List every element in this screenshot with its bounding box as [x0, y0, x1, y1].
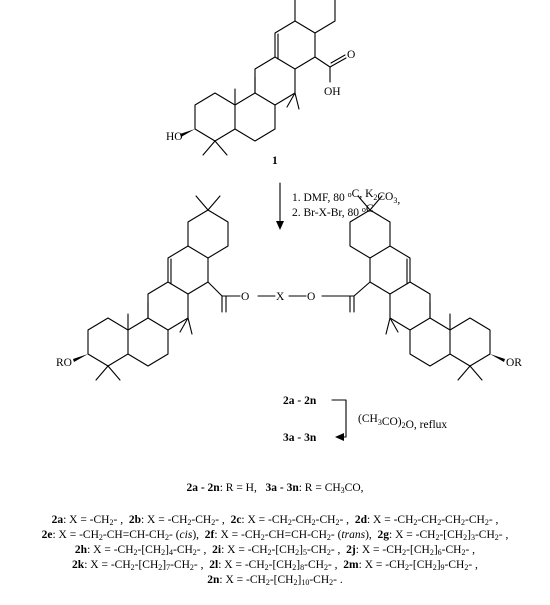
- x-definition-2h: 2h: X = -CH2-[CH2]4-CH2- ,: [74, 544, 207, 557]
- x-definition-2n: 2n: X = -CH2-[CH2]10-CH2- .: [207, 574, 343, 587]
- x-definition-row: 2a: X = -CH2- , 2b: X = -CH2-CH2- , 2c: …: [0, 513, 550, 528]
- compound-1-label: 1: [272, 155, 278, 167]
- r-definition-left-text: : R = H,: [219, 482, 257, 494]
- x-definition-2c: 2c: X = -CH2-CH2-CH2- ,: [230, 514, 350, 527]
- r-definition: 2a - 2n: R = H, 3a - 3n: R = CH3CO,: [186, 482, 364, 495]
- dimer-label-2: 2a - 2n: [283, 395, 317, 407]
- x-definition-2e: 2e: X = -CH2-CH=CH-CH2- (cis),: [41, 529, 200, 542]
- ester-o-right: O: [307, 291, 315, 303]
- step1-line1: 1. DMF, 80 oC, K2CO3,: [292, 188, 400, 206]
- ester-o-left: O: [241, 291, 249, 303]
- x-definition-row: 2k: X = -CH2-[CH2]7-CH2- , 2l: X = -CH2-…: [0, 558, 550, 573]
- acid-o-label: O: [347, 49, 355, 61]
- x-definition-2f: 2f: X = -CH2-CH=CH-CH2- (trans),: [204, 529, 372, 542]
- step2-arrow: [331, 399, 347, 441]
- x-definition-row: 2n: X = -CH2-[CH2]10-CH2- .: [0, 573, 550, 588]
- acid-oh-label: OH: [324, 86, 341, 98]
- x-definition-row: 2h: X = -CH2-[CH2]4-CH2- , 2i: X = -CH2-…: [0, 543, 550, 558]
- x-definition-2b: 2b: X = -CH2-CH2- ,: [128, 514, 225, 527]
- linker-x: X: [276, 291, 285, 303]
- x-definition-2k: 2k: X = -CH2-[CH2]7-CH2- ,: [72, 559, 204, 572]
- x-definition-2l: 2l: X = -CH2-[CH2]8-CH2- ,: [209, 559, 338, 572]
- x-definition-2d: 2d: X = -CH2-CH2-CH2-CH2- ,: [354, 514, 499, 527]
- x-definitions: 2a: X = -CH2- , 2b: X = -CH2-CH2- , 2c: …: [0, 513, 550, 588]
- x-definition-2m: 2m: X = -CH2-[CH2]9-CH2- ,: [343, 559, 478, 572]
- x-definition-2i: 2i: X = -CH2-[CH2]5-CH2- ,: [212, 544, 341, 557]
- right-r-label: OR: [506, 357, 522, 369]
- dimer-right-unit: [321, 195, 505, 381]
- dimer-left-unit: [73, 195, 307, 381]
- x-definition-row: 2e: X = -CH2-CH=CH-CH2- (cis), 2f: X = -…: [0, 528, 550, 543]
- compound-1-structure: [180, 0, 347, 156]
- step1-line2: 2. Br-X-Br, 80 oC: [292, 203, 374, 219]
- x-definition-2a: 2a: X = -CH2- ,: [51, 514, 124, 527]
- left-r-label: RO: [56, 357, 72, 369]
- dimer-label-3: 3a - 3n: [283, 432, 317, 444]
- step1-arrow: [276, 182, 284, 230]
- r-definition-right-text: : R = CH3CO,: [298, 482, 364, 495]
- x-definition-2j: 2j: X = -CH2-[CH2]6-CH2- ,: [346, 544, 476, 557]
- reaction-scheme: HO O OH 1 1. DMF, 80 oC, K2CO3, 2. Br-X-…: [56, 0, 522, 444]
- x-definition-2g: 2g: X = -CH2-[CH2]3-CH2- ,: [377, 529, 509, 542]
- hydroxyl-label: HO: [166, 131, 183, 143]
- step2-reagent: (CH3CO)2O, reflux: [358, 413, 447, 431]
